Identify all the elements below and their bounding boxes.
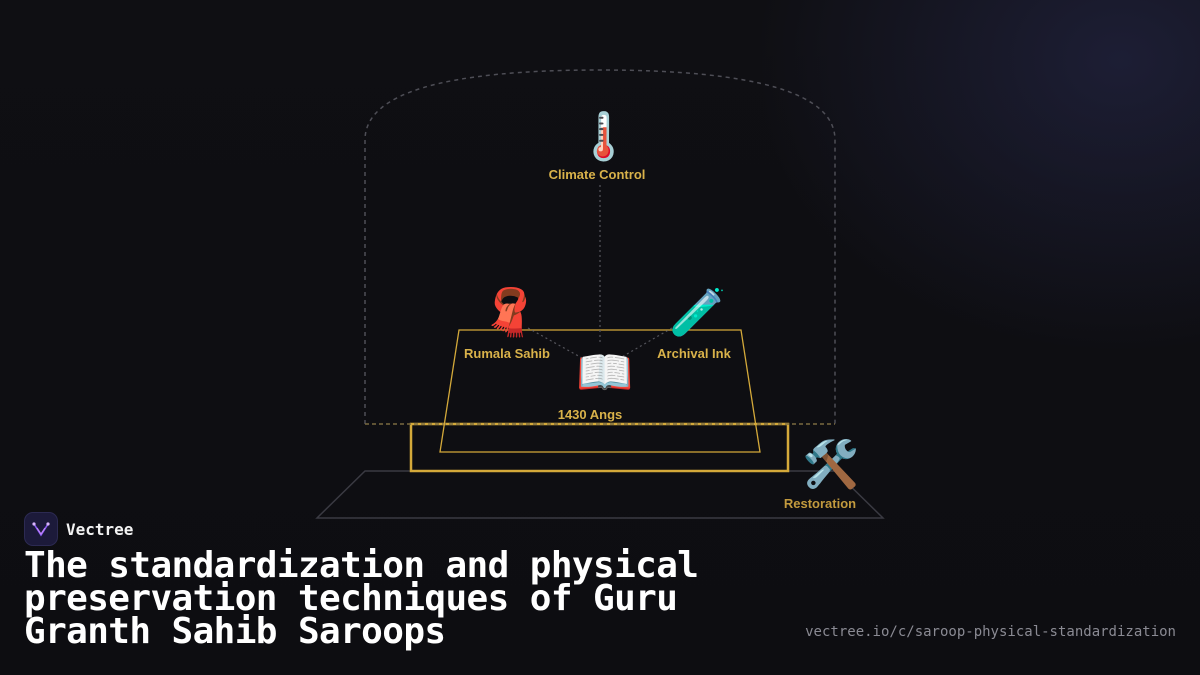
test-tube-icon: 🧪 — [669, 286, 726, 339]
scarf-icon: 🧣 — [481, 284, 538, 339]
open-book-icon: 📖 — [576, 346, 633, 398]
archival-ink-label: Archival Ink — [657, 346, 731, 361]
node-restoration: 🛠️ Restoration — [784, 436, 860, 511]
climate-control-label: Climate Control — [549, 167, 646, 182]
vectree-logo-icon — [24, 512, 58, 546]
page-title: The standardization and physical preserv… — [24, 545, 699, 652]
node-archival-ink: 🧪 Archival Ink — [657, 286, 731, 361]
rumala-sahib-label: Rumala Sahib — [464, 346, 550, 361]
manji-trapezoid — [439, 329, 761, 453]
connector-rumala — [527, 327, 583, 359]
display-case-outline — [364, 69, 836, 424]
brand: Vectree — [24, 512, 133, 546]
source-url: vectree.io/c/saroop-physical-standardiza… — [805, 624, 1176, 640]
connector-ink — [619, 327, 673, 359]
angs-count-label: 1430 Angs — [558, 407, 623, 422]
pedestal-box — [409, 422, 790, 473]
node-climate-control: 🌡️ Climate Control — [549, 110, 646, 182]
thermometer-icon: 🌡️ — [575, 110, 632, 163]
node-1430-angs: 📖 1430 Angs — [558, 346, 634, 422]
tools-icon: 🛠️ — [802, 436, 859, 491]
brand-name: Vectree — [66, 519, 134, 539]
restoration-label: Restoration — [784, 496, 856, 511]
node-rumala-sahib: 🧣 Rumala Sahib — [464, 284, 550, 361]
